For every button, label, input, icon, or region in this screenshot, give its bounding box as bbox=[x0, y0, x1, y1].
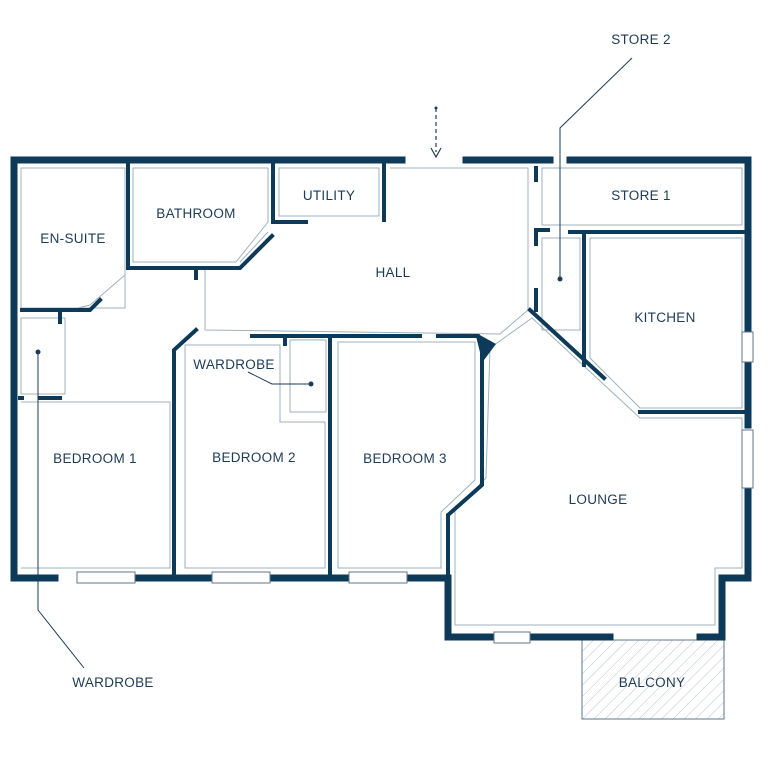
label-hall: HALL bbox=[376, 265, 411, 280]
label-wardrobe-left: WARDROBE bbox=[72, 675, 153, 690]
windows bbox=[76, 331, 754, 644]
label-store-2: STORE 2 bbox=[611, 32, 671, 47]
room-labels: EN-SUITE BATHROOM UTILITY HALL STORE 1 S… bbox=[40, 32, 695, 690]
label-utility: UTILITY bbox=[303, 188, 355, 203]
label-balcony: BALCONY bbox=[619, 675, 686, 690]
label-bathroom: BATHROOM bbox=[156, 206, 235, 221]
balcony-area bbox=[581, 639, 725, 720]
label-lounge: LOUNGE bbox=[569, 492, 628, 507]
label-bedroom-3: BEDROOM 3 bbox=[363, 451, 447, 466]
label-wardrobe-middle: WARDROBE bbox=[193, 357, 274, 372]
label-en-suite: EN-SUITE bbox=[40, 231, 105, 246]
label-kitchen: KITCHEN bbox=[634, 310, 695, 325]
walls bbox=[10, 156, 752, 641]
label-bedroom-2: BEDROOM 2 bbox=[212, 450, 296, 465]
dashed-arrow-down-icon bbox=[430, 106, 442, 159]
leader-lines bbox=[35, 57, 633, 669]
label-store-1: STORE 1 bbox=[611, 188, 671, 203]
inner-wall-lines bbox=[20, 167, 743, 626]
label-bedroom-1: BEDROOM 1 bbox=[53, 451, 137, 466]
